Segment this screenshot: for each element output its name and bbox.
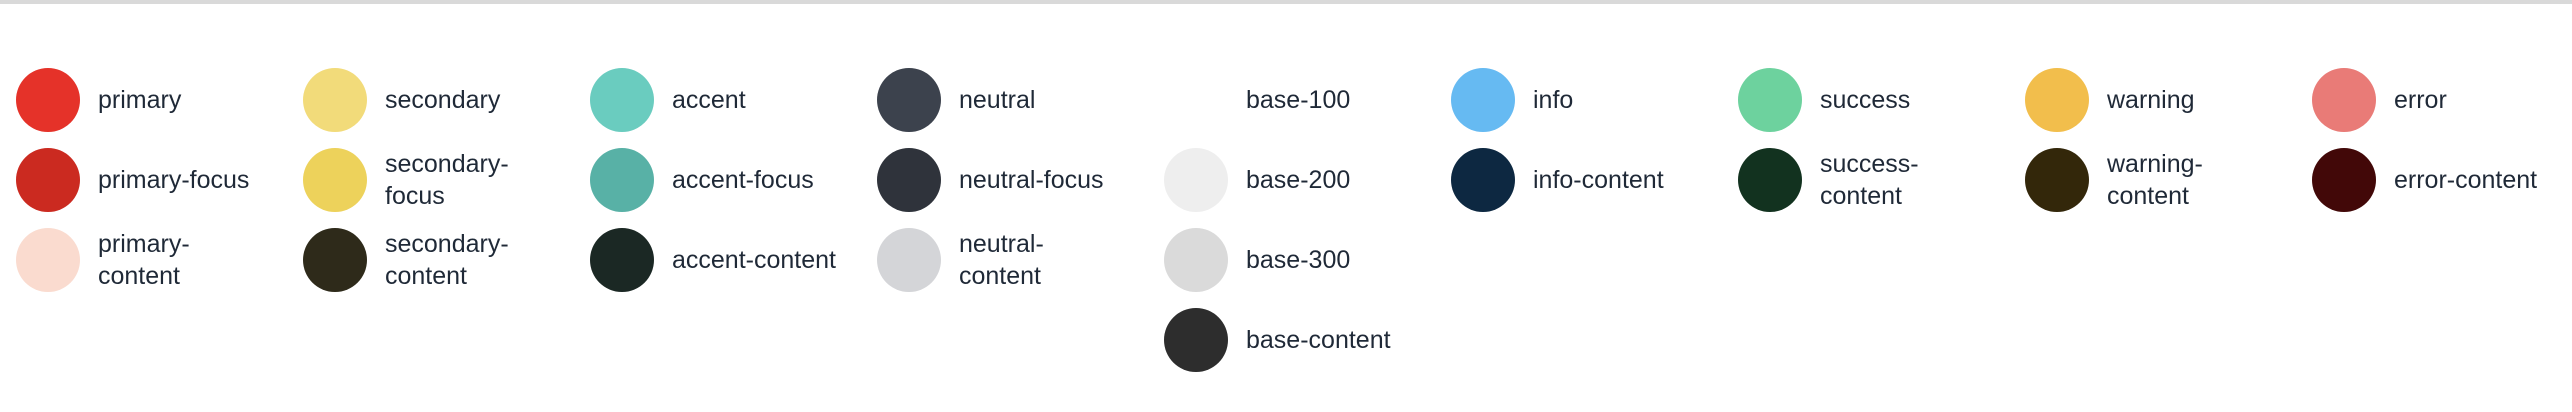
color-swatch-error-content: error-content	[2312, 140, 2572, 220]
color-label: base-300	[1246, 246, 1351, 274]
color-swatch-success: success	[1738, 60, 2025, 140]
color-chip	[2025, 148, 2089, 212]
color-group-neutral: neutral neutral-focus neutral-content	[877, 60, 1164, 380]
color-chip	[877, 148, 941, 212]
color-swatch-success-content: success-content	[1738, 140, 2025, 220]
color-label: accent-content	[672, 246, 836, 274]
color-swatch-secondary-content: secondary-content	[303, 220, 590, 300]
color-label: secondary-content	[385, 230, 509, 290]
color-chip	[590, 148, 654, 212]
color-chip	[16, 68, 80, 132]
color-chip	[1164, 68, 1228, 132]
color-chip	[2312, 68, 2376, 132]
color-label: accent-focus	[672, 166, 814, 194]
color-chip	[303, 228, 367, 292]
color-swatch-error: error	[2312, 60, 2572, 140]
color-label: success	[1820, 86, 1911, 114]
color-swatch-info-content: info-content	[1451, 140, 1738, 220]
color-swatch-secondary-focus: secondary-focus	[303, 140, 590, 220]
color-swatch-base-200: base-200	[1164, 140, 1451, 220]
color-group-info: info info-content	[1451, 60, 1738, 380]
color-label: primary	[98, 86, 182, 114]
color-group-warning: warning warning-content	[2025, 60, 2312, 380]
color-group-base: base-100 base-200 base-300 base-content	[1164, 60, 1451, 380]
color-label: primary-focus	[98, 166, 250, 194]
color-label: neutral-focus	[959, 166, 1104, 194]
color-swatch-primary-content: primary-content	[16, 220, 303, 300]
color-group-error: error error-content	[2312, 60, 2572, 380]
color-swatch-secondary: secondary	[303, 60, 590, 140]
color-label: primary-content	[98, 230, 190, 290]
color-swatch-accent-content: accent-content	[590, 220, 877, 300]
color-chip	[877, 68, 941, 132]
color-palette: primary primary-focus primary-content se…	[16, 60, 2572, 380]
color-swatch-primary-focus: primary-focus	[16, 140, 303, 220]
color-label: info-content	[1533, 166, 1664, 194]
color-swatch-neutral-focus: neutral-focus	[877, 140, 1164, 220]
top-divider	[0, 0, 2572, 4]
color-swatch-info: info	[1451, 60, 1738, 140]
color-group-success: success success-content	[1738, 60, 2025, 380]
color-chip	[1164, 308, 1228, 372]
color-chip	[1738, 148, 1802, 212]
color-label: error-content	[2394, 166, 2538, 194]
color-chip	[877, 228, 941, 292]
color-label: error	[2394, 86, 2447, 114]
color-group-primary: primary primary-focus primary-content	[16, 60, 303, 380]
color-label: success-content	[1820, 150, 1919, 210]
color-group-accent: accent accent-focus accent-content	[590, 60, 877, 380]
color-label: warning	[2107, 86, 2195, 114]
color-swatch-accent-focus: accent-focus	[590, 140, 877, 220]
color-label: base-100	[1246, 86, 1351, 114]
color-swatch-base-100: base-100	[1164, 60, 1451, 140]
color-chip	[1451, 148, 1515, 212]
color-swatch-warning: warning	[2025, 60, 2312, 140]
color-chip	[16, 228, 80, 292]
color-group-secondary: secondary secondary-focus secondary-cont…	[303, 60, 590, 380]
color-label: info	[1533, 86, 1574, 114]
color-chip	[2025, 68, 2089, 132]
color-label: secondary-focus	[385, 150, 509, 210]
color-swatch-base-300: base-300	[1164, 220, 1451, 300]
color-swatch-neutral: neutral	[877, 60, 1164, 140]
color-label: neutral	[959, 86, 1036, 114]
color-label: base-content	[1246, 326, 1391, 354]
color-chip	[303, 148, 367, 212]
color-chip	[1164, 148, 1228, 212]
color-label: secondary	[385, 86, 501, 114]
color-chip	[590, 68, 654, 132]
color-label: base-200	[1246, 166, 1351, 194]
color-chip	[590, 228, 654, 292]
color-label: accent	[672, 86, 746, 114]
color-swatch-warning-content: warning-content	[2025, 140, 2312, 220]
color-swatch-base-content: base-content	[1164, 300, 1451, 380]
color-swatch-primary: primary	[16, 60, 303, 140]
color-chip	[1451, 68, 1515, 132]
color-swatch-accent: accent	[590, 60, 877, 140]
color-label: warning-content	[2107, 150, 2203, 210]
color-swatch-neutral-content: neutral-content	[877, 220, 1164, 300]
color-chip	[1738, 68, 1802, 132]
color-chip	[1164, 228, 1228, 292]
color-chip	[303, 68, 367, 132]
color-chip	[2312, 148, 2376, 212]
color-chip	[16, 148, 80, 212]
color-label: neutral-content	[959, 230, 1044, 290]
